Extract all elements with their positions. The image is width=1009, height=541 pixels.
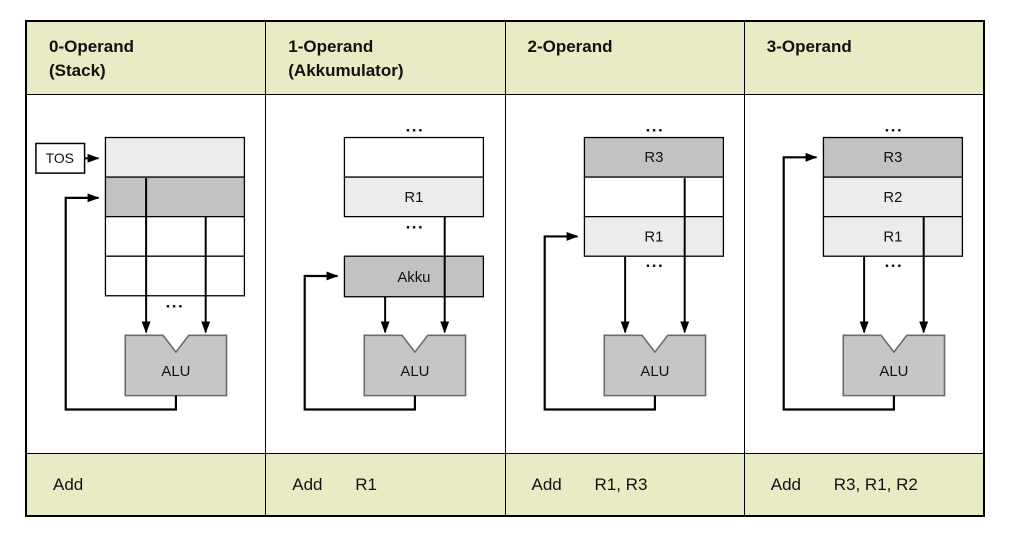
stack-ellipsis: ... [166,293,185,312]
alu-label: ALU [879,364,908,380]
register-cell-empty [344,136,485,178]
register-cell-empty [583,176,724,218]
alu-shape [363,334,467,397]
diagram-cell-3-operand: ... R3 R2 R1 ... ALU [745,95,983,453]
stack-cell-2 [104,176,246,218]
stack-cell-tos [104,136,246,178]
akku-label: Akku [398,270,431,286]
register-cell-r3 [583,136,724,178]
header-subtitle: (Akkumulator) [288,61,404,80]
operand-architecture-table: 0-Operand (Stack) 1-Operand (Akkumulator… [25,20,985,517]
alu-shape [842,334,946,397]
header-title: 0-Operand [49,37,135,56]
stack-architecture-diagram: TOS ... ALU [35,136,246,411]
two-operand-architecture-diagram: ... R3 R1 ... ALU [543,117,724,411]
header-row: 0-Operand (Stack) 1-Operand (Akkumulator… [27,22,983,95]
instruction-mnemonic: Add [770,474,801,494]
akkumulator-architecture-diagram: ... R1 ... Akku ALU [303,117,485,411]
header-title: 3-Operand [766,37,852,56]
instruction-mnemonic: Add [531,474,562,494]
result-feedback-path [782,152,895,411]
register-cell-r1 [822,215,963,257]
alu-shape [124,334,228,397]
registers-below-ellipsis: ... [645,252,664,271]
instruction-cell-2-operand: Add R1, R3 [506,454,745,515]
instruction-operands: R3, R1, R2 [833,474,918,494]
instruction-mnemonic: Add [292,474,323,494]
instruction-cell-3-operand: Add R3, R1, R2 [745,454,983,515]
header-title: 1-Operand [288,37,374,56]
registers-above-ellipsis: ... [645,117,664,136]
instruction-operands: R1, R3 [594,474,648,494]
alu-label: ALU [401,364,430,380]
header-cell-1-operand: 1-Operand (Akkumulator) [266,22,506,94]
diagram-cell-2-operand: ... R3 R1 ... ALU [506,95,745,453]
register-label-r1: R1 [644,229,663,245]
header-cell-0-operand: 0-Operand (Stack) [27,22,267,94]
diagram-row: TOS ... ALU ... [27,95,983,453]
header-cell-2-operand: 2-Operand [506,22,745,94]
header-cell-3-operand: 3-Operand [745,22,983,94]
alu-label: ALU [640,364,669,380]
registers-above-ellipsis: ... [406,117,425,136]
akku-box [344,255,485,298]
registers-below-ellipsis: ... [884,252,903,271]
register-label-r1: R1 [405,190,424,206]
register-cell-r3 [822,136,963,178]
alu-label: ALU [161,364,190,380]
register-label-r1: R1 [883,229,902,245]
register-cell-r1 [583,215,724,257]
register-cell-r2 [822,176,963,218]
diagram-cell-stack: TOS ... ALU [27,95,267,453]
stack-cell-4 [104,255,246,297]
instruction-row: Add Add R1 Add R1, R3 Add R3, R1, R2 [27,453,983,515]
tos-box [35,142,86,174]
instruction-mnemonic: Add [53,474,84,494]
header-subtitle: (Stack) [49,61,106,80]
diagram-cell-akkumulator: ... R1 ... Akku ALU [266,95,506,453]
instruction-cell-stack: Add [27,454,267,515]
registers-below-ellipsis: ... [406,214,425,233]
instruction-operands: R1 [355,474,377,494]
tos-label: TOS [46,150,74,166]
result-feedback-path [303,271,417,411]
register-cell-r1 [344,176,485,218]
alu-shape [602,334,706,397]
register-label-r3: R3 [883,150,902,166]
result-feedback-path [64,193,177,411]
header-title: 2-Operand [527,37,613,56]
result-feedback-path [543,231,656,411]
registers-above-ellipsis: ... [884,117,903,136]
stack-cell-3 [104,215,246,257]
register-label-r3: R3 [644,150,663,166]
three-operand-architecture-diagram: ... R3 R2 R1 ... ALU [782,117,963,411]
instruction-cell-akkumulator: Add R1 [266,454,506,515]
register-label-r2: R2 [883,190,902,206]
